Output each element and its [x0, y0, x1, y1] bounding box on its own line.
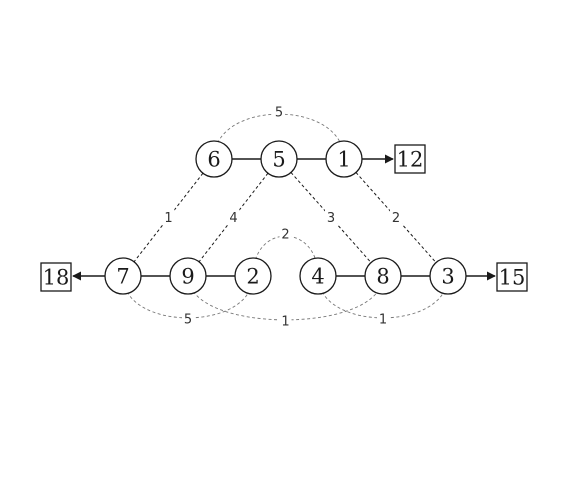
arc-weight-label-text: 2: [281, 228, 289, 243]
dashed-weight-label: 3: [325, 209, 337, 226]
dashed-edge-n5-n8: [290, 172, 372, 263]
box-18: 18: [40, 262, 72, 292]
node-circle: [104, 257, 142, 295]
box-label: 18: [43, 266, 70, 290]
node-circle: [234, 257, 272, 295]
node-circle: [364, 257, 402, 295]
dashed-weight-label-backdrop: [325, 209, 337, 225]
node-7: 7: [104, 257, 142, 295]
arc-weight-label-backdrop: [182, 311, 194, 326]
node-label: 1: [337, 148, 350, 172]
arc-weight-label: 1: [279, 313, 292, 330]
arc-weight-label-text: 5: [275, 106, 283, 121]
node-2: 2: [234, 257, 272, 295]
node-label: 6: [207, 148, 220, 172]
box-15: 15: [496, 262, 528, 292]
arc-weight-label: 2: [279, 226, 292, 243]
dashed-weight-label-text: 2: [392, 211, 400, 226]
box-rect: [40, 262, 72, 292]
node-label: 8: [376, 265, 389, 289]
arc-weight-label-text: 5: [184, 313, 192, 328]
box-label: 12: [397, 148, 424, 172]
arc-weight-label: 1: [377, 311, 389, 328]
node-circle: [325, 140, 363, 178]
node-circle: [260, 140, 298, 178]
node-1: 1: [325, 140, 363, 178]
arc-weight-label-backdrop: [377, 311, 389, 326]
box-12: 12: [394, 144, 426, 174]
node-4: 4: [299, 257, 337, 295]
arc-weight-label-text: 1: [281, 315, 289, 330]
node-8: 8: [364, 257, 402, 295]
dashed-weight-label-text: 3: [327, 211, 335, 226]
arc-edge-n7-n2: [122, 275, 254, 319]
node-5: 5: [260, 140, 298, 178]
arc-weight-label-backdrop: [279, 313, 292, 328]
arc-weight-label-backdrop: [279, 226, 292, 241]
dashed-weight-label-text: 1: [164, 211, 172, 226]
node-circle: [299, 257, 337, 295]
arc-weight-label-backdrop: [273, 104, 285, 119]
dashed-weight-label: 1: [162, 209, 175, 226]
arc-weight-label: 5: [273, 104, 285, 121]
dashed-weight-label-backdrop: [227, 209, 240, 225]
dashed-edge-n1-n3: [355, 172, 437, 263]
dashed-weight-label: 2: [390, 209, 402, 226]
node-3: 3: [429, 257, 467, 295]
node-circle: [429, 257, 467, 295]
node-label: 9: [181, 265, 194, 289]
node-label: 4: [311, 265, 324, 289]
node-6: 6: [195, 140, 233, 178]
dashed-weight-label: 4: [227, 209, 240, 226]
node-label: 3: [441, 265, 454, 289]
dashed-weight-label-backdrop: [162, 209, 175, 225]
node-9: 9: [169, 257, 207, 295]
arc-weight-label: 5: [182, 311, 194, 328]
box-label: 15: [499, 266, 526, 290]
node-label: 2: [246, 265, 259, 289]
dashed-weight-label-text: 4: [229, 211, 237, 226]
arc-weight-label-text: 1: [379, 313, 387, 328]
node-label: 7: [116, 265, 129, 289]
node-circle: [195, 140, 233, 178]
node-label: 5: [272, 148, 285, 172]
dashed-weight-label-backdrop: [390, 209, 402, 225]
box-rect: [496, 262, 528, 292]
arc-edge-n6-n1: [213, 113, 345, 160]
arc-edge-n4-n3: [317, 275, 449, 319]
node-circle: [169, 257, 207, 295]
box-rect: [394, 144, 426, 174]
